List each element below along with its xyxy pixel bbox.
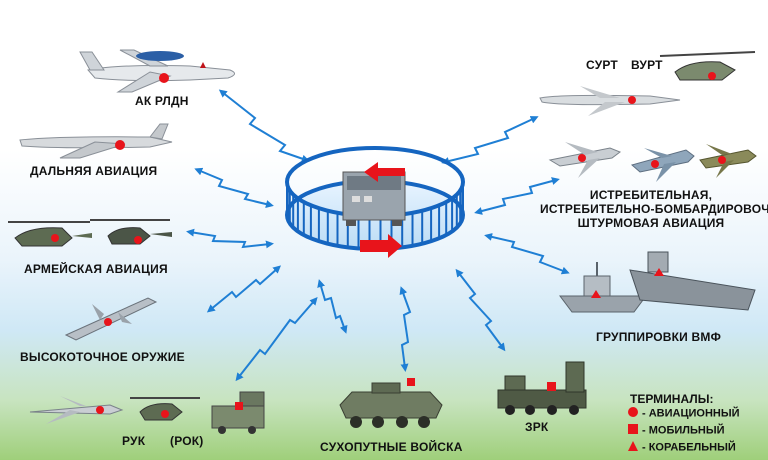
carrier-ship-icon: [629, 251, 756, 311]
link-army-lightning-icon: [186, 228, 274, 249]
warship-icon: [559, 262, 653, 313]
label-precision-weapons: ВЫСОКОТОЧНОЕ ОРУЖИЕ: [20, 350, 185, 364]
legend-title: ТЕРМИНАЛЫ:: [630, 392, 714, 406]
apc-vehicle-icon: [339, 378, 443, 428]
link-surt-lightning-icon: [441, 116, 539, 165]
attack-plane-icon: [699, 144, 757, 178]
red-square-icon: [628, 424, 638, 437]
link-ruk-lightning-icon: [235, 296, 318, 382]
ruk-fighter-icon: [29, 396, 124, 424]
label-surt: СУРТ: [586, 58, 618, 72]
cruise-missile-icon: [64, 297, 158, 341]
legend-mobile-text: - МОБИЛЬНЫЙ: [642, 424, 725, 437]
fighter-1-icon: [548, 142, 622, 178]
link-long-range-lightning-icon: [194, 167, 274, 208]
label-rok: (РОК): [170, 434, 204, 448]
label-fighter-line1: ИСТРЕБИТЕЛЬНАЯ,: [589, 188, 713, 202]
ruk-helicopter-icon: [130, 397, 200, 421]
red-triangle-icon: [628, 441, 638, 454]
awacs-plane-icon: [79, 49, 235, 93]
legend-item-ship: - КОРАБЕЛЬНЫЙ: [628, 441, 736, 454]
link-fighter-lightning-icon: [474, 177, 560, 215]
hub-out-arrow-icon: [360, 234, 402, 258]
link-navy-lightning-icon: [484, 233, 570, 275]
ruk-launcher-vehicle-icon: [211, 391, 265, 434]
fighter-2-icon: [630, 148, 695, 182]
link-ground-lightning-icon: [399, 286, 412, 372]
label-ground-forces: СУХОПУТНЫЕ ВОЙСКА: [320, 440, 463, 454]
navy-helicopter-icon: [659, 51, 756, 81]
label-fighter-line2: ИСТРЕБИТЕЛЬНО-БОМБАРДИРОВОЧНАЯ,: [540, 202, 768, 216]
red-circle-icon: [628, 407, 638, 420]
legend-item-aviation: - АВИАЦИОННЫЙ: [628, 407, 740, 420]
label-vurt: ВУРТ: [631, 58, 663, 72]
patrol-plane-icon: [539, 86, 681, 116]
bomber-plane-icon: [19, 123, 173, 159]
label-ak-rldn: АК РЛДН: [135, 94, 189, 108]
sam-system-icon: [497, 361, 587, 415]
link-precision-lightning-icon: [206, 265, 281, 313]
legend-ship-text: - КОРАБЕЛЬНЫЙ: [642, 441, 736, 454]
label-army-aviation: АРМЕЙСКАЯ АВИАЦИЯ: [24, 262, 168, 276]
army-helicopter-2-icon: [90, 219, 172, 245]
label-zrk: ЗРК: [525, 420, 549, 434]
army-helicopter-1-icon: [8, 221, 92, 247]
legend-aviation-text: - АВИАЦИОННЫЙ: [642, 407, 740, 420]
hub-device-icon: [342, 171, 406, 226]
legend-item-mobile: - МОБИЛЬНЫЙ: [628, 424, 725, 437]
link-left-down-lightning-icon: [317, 279, 348, 334]
label-fighter-line3: ШТУРМОВАЯ АВИАЦИЯ: [577, 216, 725, 230]
link-zrk-lightning-icon: [455, 268, 506, 352]
hub-in-arrow-icon: [364, 162, 405, 182]
link-ak-rldn-lightning-icon: [218, 89, 310, 163]
label-navy-groups: ГРУППИРОВКИ ВМФ: [596, 330, 722, 344]
label-long-range-aviation: ДАЛЬНЯЯ АВИАЦИЯ: [30, 164, 158, 178]
label-ruk: РУК: [122, 434, 146, 448]
